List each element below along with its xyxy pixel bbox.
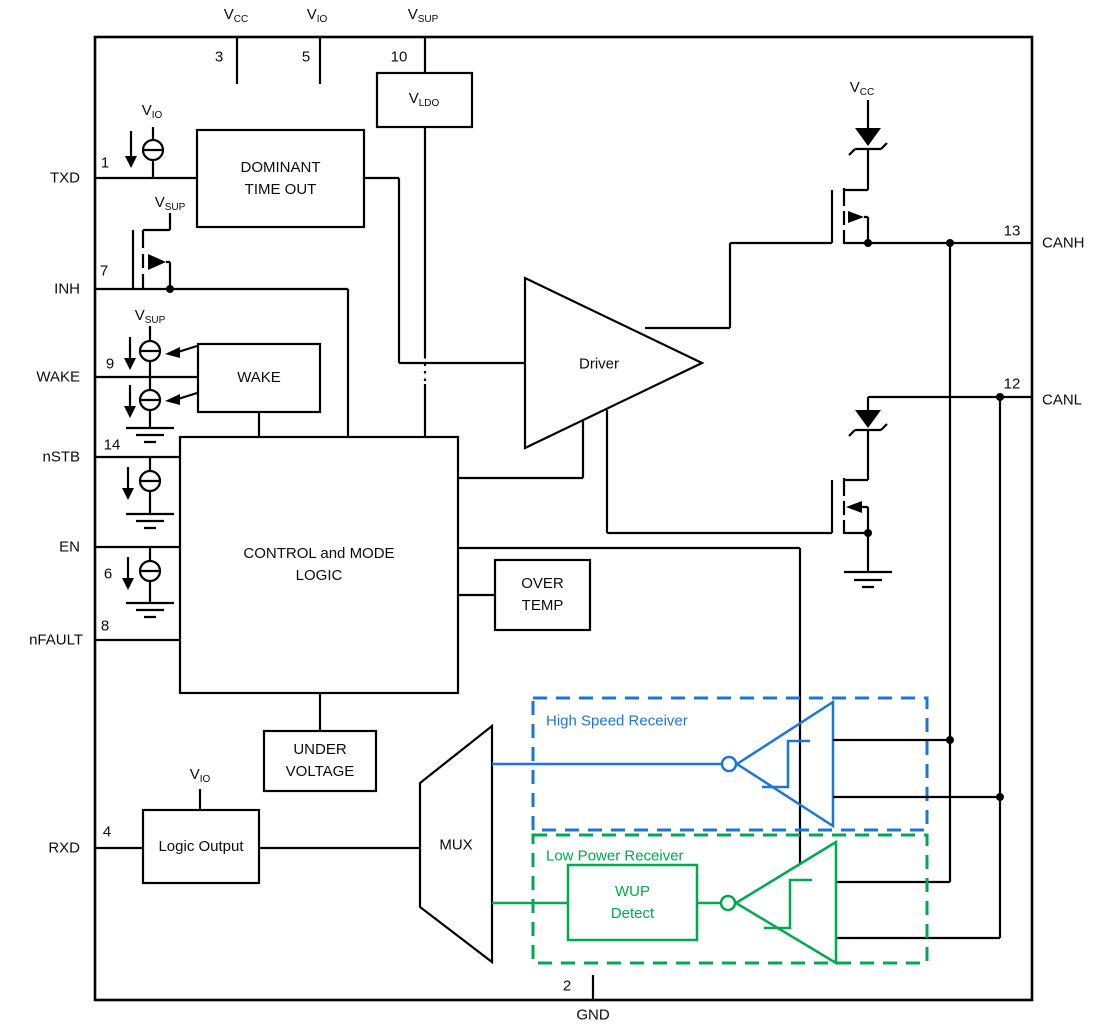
dominant-timeout-block bbox=[195, 128, 366, 229]
zener-diode-icon bbox=[855, 410, 881, 428]
zener-diode-icon bbox=[855, 128, 881, 146]
en-pin-label: EN bbox=[59, 538, 80, 556]
control-to-driver-wire bbox=[458, 420, 585, 480]
gnd-pin-label: GND bbox=[576, 1006, 610, 1024]
left-arrow-icon bbox=[165, 394, 180, 405]
rxd-pin-number: 4 bbox=[102, 823, 112, 841]
en-current-source bbox=[122, 547, 162, 603]
ground-symbol bbox=[126, 512, 174, 530]
rxd-pin-label: RXD bbox=[48, 839, 80, 857]
mosfet-arrow-icon bbox=[148, 254, 166, 270]
ground-symbol bbox=[126, 601, 174, 619]
junction-dot bbox=[864, 239, 872, 247]
left-arrow-icon bbox=[165, 347, 180, 358]
lp-receiver-triangle bbox=[733, 839, 838, 966]
canl-sense-wire bbox=[836, 397, 1002, 940]
current-arrow-icon bbox=[122, 578, 134, 590]
inh-pin-number: 7 bbox=[99, 262, 109, 280]
hs-receiver-triangle bbox=[734, 699, 835, 829]
ground-symbol bbox=[844, 570, 892, 589]
nstb-pin-number: 14 bbox=[103, 436, 121, 454]
timeout-to-driver-wire bbox=[364, 176, 525, 365]
logic-output-block bbox=[141, 808, 261, 885]
nfault-pin-number: 8 bbox=[100, 617, 110, 635]
wake-pin-label: WAKE bbox=[36, 368, 80, 386]
lp-receiver-box bbox=[531, 833, 929, 965]
txd-pin-number: 1 bbox=[100, 154, 110, 172]
current-arrow-icon bbox=[122, 488, 134, 500]
canh-wire bbox=[864, 239, 1032, 247]
canl-pin-label: CANL bbox=[1042, 391, 1083, 409]
hysteresis-icon bbox=[762, 739, 810, 789]
wake-block bbox=[196, 342, 322, 414]
en-pin-number: 6 bbox=[103, 565, 113, 583]
ground-symbol bbox=[126, 426, 174, 444]
hysteresis-icon bbox=[764, 878, 812, 930]
mux-block bbox=[418, 723, 494, 965]
ic-border bbox=[93, 35, 1034, 1002]
current-arrow-icon bbox=[124, 406, 136, 418]
vio-pin-label: VIO bbox=[306, 6, 328, 25]
logic-output-label: Logic Output bbox=[158, 837, 244, 855]
vsup-pin-label: VSUP bbox=[407, 6, 439, 25]
txd-vio-label: VIO bbox=[141, 102, 163, 121]
hs-receiver-inputs bbox=[833, 736, 1004, 801]
canh-pin-number: 13 bbox=[1003, 222, 1021, 240]
vio-pin-number: 5 bbox=[301, 48, 311, 66]
wake-current-sources bbox=[124, 326, 162, 428]
under-voltage-block bbox=[262, 729, 378, 793]
vsup-pin-number: 10 bbox=[390, 48, 408, 66]
lp-receiver-label: Low Power Receiver bbox=[546, 847, 684, 865]
txd-pin-label: TXD bbox=[50, 169, 80, 187]
inh-mosfet bbox=[131, 213, 172, 289]
vldo-block bbox=[375, 71, 474, 129]
canh-vcc-label: VCC bbox=[849, 79, 875, 98]
logic-output-vio-label: VIO bbox=[189, 766, 211, 785]
mosfet-arrow-icon bbox=[848, 211, 864, 223]
inverter-bubble-icon bbox=[720, 755, 738, 773]
driver-triangle bbox=[523, 276, 705, 450]
wake-vsup-label: VSUP bbox=[134, 307, 166, 326]
mosfet-arrow-icon bbox=[846, 501, 862, 513]
canl-zener bbox=[848, 397, 888, 480]
inverter-bubble-icon bbox=[719, 894, 737, 912]
vcc-pin-label: VCC bbox=[223, 6, 249, 25]
over-temp-block bbox=[493, 558, 592, 632]
driver-label: Driver bbox=[579, 355, 619, 373]
hs-receiver-label: High Speed Receiver bbox=[546, 712, 688, 730]
wup-detect-block bbox=[566, 863, 699, 942]
hs-receiver-box bbox=[531, 696, 929, 832]
canh-mosfet bbox=[830, 188, 870, 245]
current-arrow-icon bbox=[125, 156, 137, 168]
gnd-pin-number: 2 bbox=[562, 977, 572, 995]
current-arrow-icon bbox=[124, 358, 136, 370]
driver-to-canl-gate-wire bbox=[605, 410, 832, 535]
canh-sense-wire bbox=[836, 243, 952, 884]
vldo-block-label: VLDO bbox=[408, 90, 440, 109]
txd-current-source bbox=[125, 127, 165, 178]
control-logic-block bbox=[178, 435, 460, 695]
mux-label: MUX bbox=[439, 836, 473, 854]
canl-pin-number: 12 bbox=[1003, 375, 1021, 393]
wake-control-arrows bbox=[165, 344, 198, 405]
inh-pin-label: INH bbox=[54, 280, 80, 298]
wake-pin-number: 9 bbox=[105, 355, 115, 373]
canh-pin-label: CANH bbox=[1042, 234, 1085, 252]
canl-mosfet bbox=[830, 478, 872, 572]
canh-vcc-zener bbox=[848, 100, 888, 190]
wake-block-label: WAKE bbox=[237, 369, 281, 387]
nfault-pin-label: nFAULT bbox=[29, 631, 83, 649]
vcc-pin-number: 3 bbox=[214, 48, 224, 66]
driver-to-canh-gate-wire bbox=[645, 241, 832, 330]
control-to-receivers-wire bbox=[458, 546, 802, 865]
inh-vsup-label: VSUP bbox=[154, 194, 186, 213]
nstb-pin-label: nSTB bbox=[42, 448, 80, 466]
nstb-current-source bbox=[122, 457, 162, 514]
